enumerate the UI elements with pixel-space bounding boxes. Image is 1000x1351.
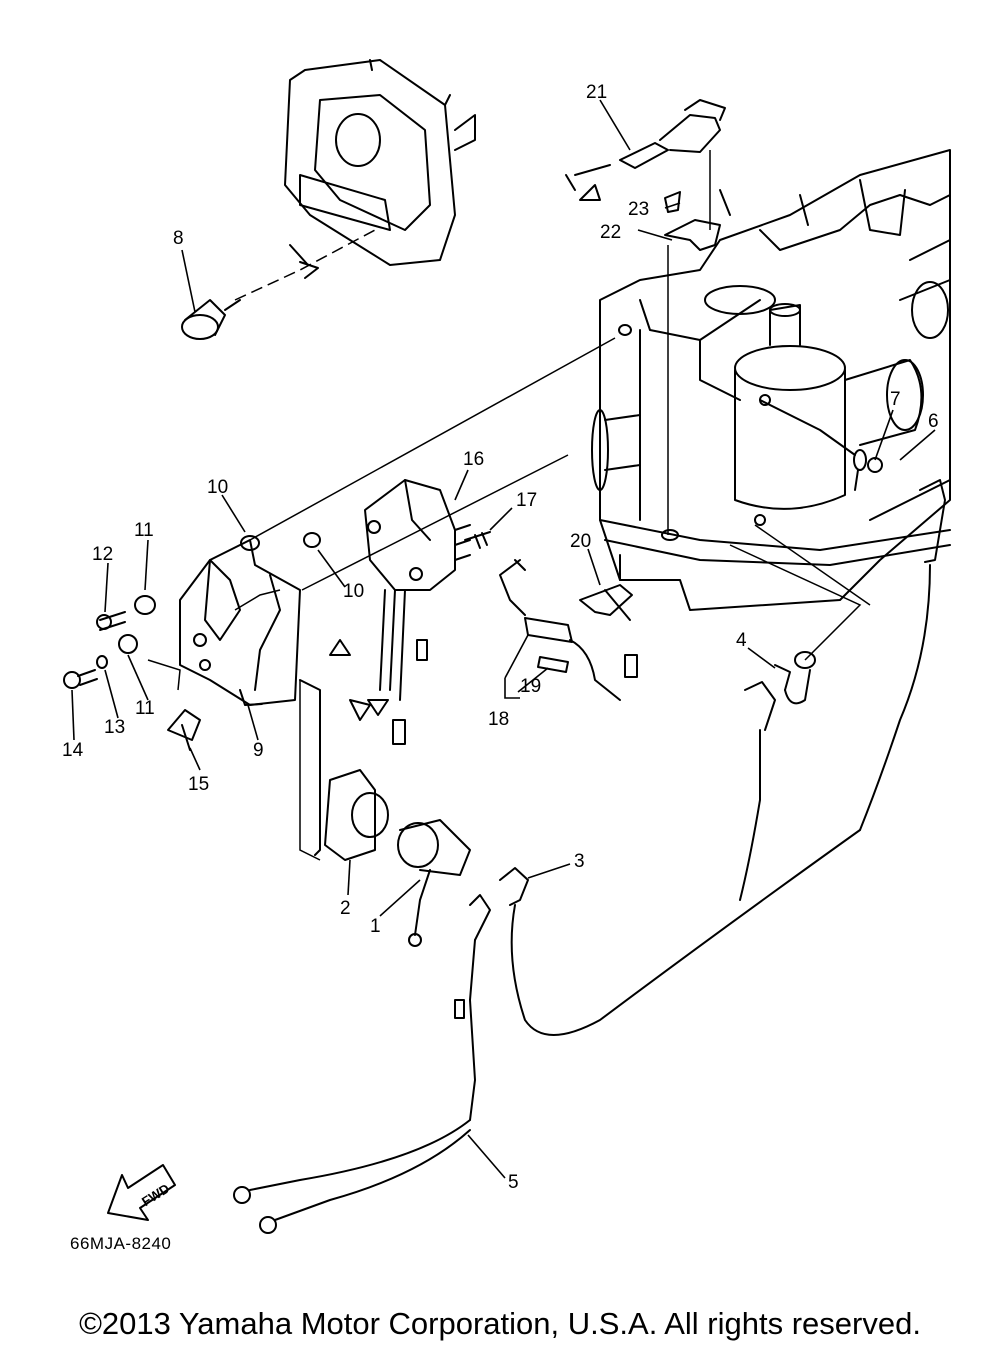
copyright-notice: ©2013 Yamaha Motor Corporation, U.S.A. A… [79,1306,921,1341]
callout-15: 15 [188,774,209,795]
callout-21: 21 [586,82,607,103]
callout-7: 7 [890,389,901,410]
callout-11b: 11 [135,698,155,719]
callout-17: 17 [516,490,537,511]
callout-4: 4 [736,630,747,651]
callout-20: 20 [570,531,591,552]
callout-10b: 10 [343,581,364,602]
callout-3: 3 [574,851,585,872]
assembly-guide-lines [147,337,871,861]
callout-9: 9 [253,740,264,761]
starter-relay-illustration [233,399,946,1234]
callout-8: 8 [173,228,184,249]
part-callouts: 21 23 22 8 7 6 16 10 17 11 20 10 12 4 19… [62,82,939,1193]
callout-12: 12 [92,544,113,565]
callout-1: 1 [370,916,381,937]
callout-23: 23 [628,199,649,220]
callout-13: 13 [104,717,125,738]
engine-block-illustration [591,149,951,611]
thermo-switch-assembly-illustration [565,99,726,535]
callout-18: 18 [488,709,509,730]
fuse-holder-illustration [499,559,638,701]
callout-2: 2 [340,898,351,919]
fasteners-illustration [63,532,321,751]
forward-direction-arrow: FWD [107,1164,176,1221]
stop-switch-cover-illustration [181,59,476,340]
callout-19: 19 [520,676,541,697]
callout-14: 14 [62,740,84,761]
diagram-part-code: 66MJA-8240 [70,1234,172,1253]
callout-6: 6 [928,411,939,432]
fwd-label: FWD [139,1181,172,1209]
callout-16: 16 [463,449,484,470]
callout-10a: 10 [207,477,228,498]
callout-22: 22 [600,222,621,243]
callout-11a: 11 [134,520,154,541]
rectifier-bracket-illustration [179,479,491,745]
callout-5: 5 [508,1172,519,1193]
